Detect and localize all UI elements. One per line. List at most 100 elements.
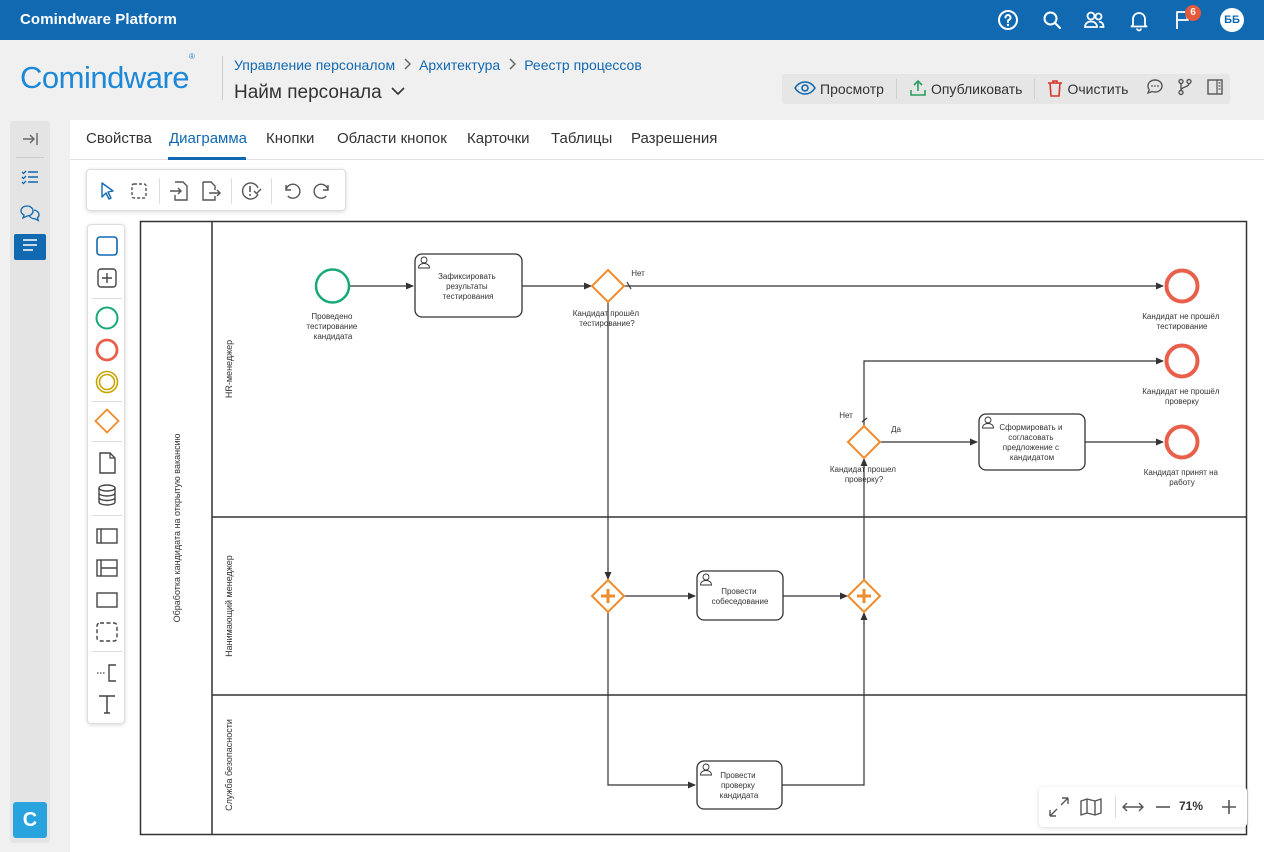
gateway-icon [94, 408, 120, 434]
start-event-label: Проведено тестирование кандидата [306, 312, 359, 341]
end-event-hired[interactable] [1164, 424, 1200, 460]
comindware-app-button[interactable]: C [13, 802, 47, 838]
view-button[interactable]: Просмотр [782, 74, 896, 104]
palette-gateway[interactable] [94, 408, 120, 434]
flow-gateway2-no[interactable] [863, 357, 1164, 426]
lasso-tool[interactable] [127, 179, 151, 203]
toolbar-divider [1115, 796, 1116, 818]
pointer-tool[interactable] [95, 179, 119, 203]
tab-bar: Свойства Диаграмма Кнопки Области кнопок… [70, 120, 1264, 160]
intermediate-event-icon [95, 370, 119, 394]
exclusive-gateway-test[interactable] [590, 268, 626, 304]
lane-label-hr[interactable]: HR-менеджер [224, 340, 234, 398]
eye-icon [794, 80, 816, 99]
publish-button[interactable]: Опубликовать [897, 74, 1035, 104]
rail-divider [16, 157, 44, 158]
import-tool[interactable] [167, 179, 191, 203]
bell-icon[interactable] [1127, 8, 1151, 32]
undo-button[interactable] [279, 179, 303, 203]
panel-toggle-button[interactable] [1200, 74, 1230, 104]
fit-to-screen-button[interactable] [1047, 795, 1071, 819]
clear-button[interactable]: Очистить [1035, 74, 1140, 104]
zoom-in-button[interactable] [1217, 795, 1241, 819]
text-icon [99, 695, 115, 714]
palette-divider [92, 441, 122, 442]
start-event[interactable] [314, 268, 351, 304]
user-task-icon [700, 763, 712, 776]
comments-button[interactable] [1140, 74, 1170, 104]
users-icon[interactable] [1082, 8, 1106, 32]
palette-pool[interactable] [94, 523, 120, 549]
chevron-down-icon [391, 80, 405, 102]
palette-intermediate-event[interactable] [94, 369, 120, 395]
tab-button-areas[interactable]: Области кнопок [337, 130, 447, 147]
palette-rectangle[interactable] [94, 587, 120, 613]
palette-lanes[interactable] [94, 555, 120, 581]
tab-permissions[interactable]: Разрешения [631, 130, 718, 147]
tab-buttons[interactable]: Кнопки [266, 130, 315, 147]
parallel-gateway-fork[interactable] [590, 578, 626, 614]
tab-diagram[interactable]: Диаграмма [169, 130, 248, 147]
palette-group[interactable] [94, 619, 120, 645]
pool-label[interactable]: Обработка кандидата на открытую вакансию [172, 433, 182, 622]
end-event-failed-test[interactable] [1164, 268, 1200, 304]
toolbar-divider [1034, 79, 1036, 99]
app-title: Comindware Platform [20, 11, 177, 28]
flow-check-to-join[interactable] [782, 612, 868, 786]
palette-subprocess[interactable] [94, 265, 120, 291]
export-icon [202, 181, 221, 201]
tab-properties[interactable]: Свойства [86, 130, 152, 147]
palette-start-event[interactable] [94, 305, 120, 331]
flow-fork-to-check[interactable] [607, 612, 696, 789]
breadcrumb-item-process-registry[interactable]: Реестр процессов [524, 57, 642, 73]
user-task-icon [700, 573, 712, 586]
palette-task[interactable] [94, 233, 120, 259]
task-interview[interactable]: Провести собеседование [696, 570, 784, 621]
breadcrumb-item-architecture[interactable]: Архитектура [419, 57, 501, 73]
palette-annotation[interactable] [94, 659, 120, 685]
annotation-icon [97, 664, 116, 682]
select-area-icon [131, 183, 147, 199]
document-icon [99, 452, 116, 474]
task-prepare-offer[interactable]: Сформировать и согласовать предложение с… [978, 413, 1086, 471]
header-divider [222, 56, 223, 100]
export-tool[interactable] [199, 179, 223, 203]
palette-data-object[interactable] [94, 450, 120, 476]
parallel-gateway-join[interactable] [846, 578, 882, 614]
clear-label: Очистить [1067, 81, 1129, 97]
versions-button[interactable] [1170, 74, 1200, 104]
menu-button[interactable] [14, 234, 46, 260]
lane-label-hiring-manager[interactable]: Нанимающий менеджер [224, 555, 234, 657]
page-title[interactable]: Найм персонала [234, 80, 405, 104]
fit-width-button[interactable] [1121, 795, 1145, 819]
expand-rail-button[interactable] [14, 128, 46, 154]
lane-label-security[interactable]: Служба безопасности [224, 719, 234, 811]
breadcrumb-item-hr[interactable]: Управление персоналом [234, 57, 396, 73]
tab-cards[interactable]: Карточки [467, 130, 530, 147]
exclusive-gateway-check[interactable] [846, 424, 882, 460]
validate-tool[interactable] [239, 179, 263, 203]
end-event-icon [95, 338, 119, 362]
palette-data-store[interactable] [94, 482, 120, 508]
palette-text[interactable] [94, 691, 120, 717]
search-icon[interactable] [1040, 8, 1064, 32]
task-record-results[interactable]: Зафиксировать результаты тестирования [414, 253, 523, 318]
end-event-failed-check[interactable] [1164, 343, 1200, 379]
redo-button[interactable] [311, 179, 335, 203]
minimap-button[interactable] [1079, 795, 1103, 819]
palette-end-event[interactable] [94, 337, 120, 363]
chat-icon [1146, 78, 1164, 101]
user-avatar[interactable]: ББ [1220, 8, 1244, 32]
undo-icon [285, 183, 301, 199]
tasks-button[interactable] [14, 166, 46, 192]
task-security-check[interactable]: Провести проверку кандидата [696, 760, 783, 810]
zoom-out-button[interactable] [1151, 795, 1175, 819]
zoom-toolbar: 71% [1039, 787, 1247, 827]
discussions-button[interactable] [14, 202, 46, 228]
trash-icon [1047, 79, 1063, 100]
help-icon[interactable] [996, 8, 1020, 32]
gateway2-label: Кандидат прошел проверку? [830, 465, 898, 484]
branch-icon [1176, 78, 1194, 101]
tab-tables[interactable]: Таблицы [551, 130, 613, 147]
chevron-right-icon [508, 57, 517, 73]
